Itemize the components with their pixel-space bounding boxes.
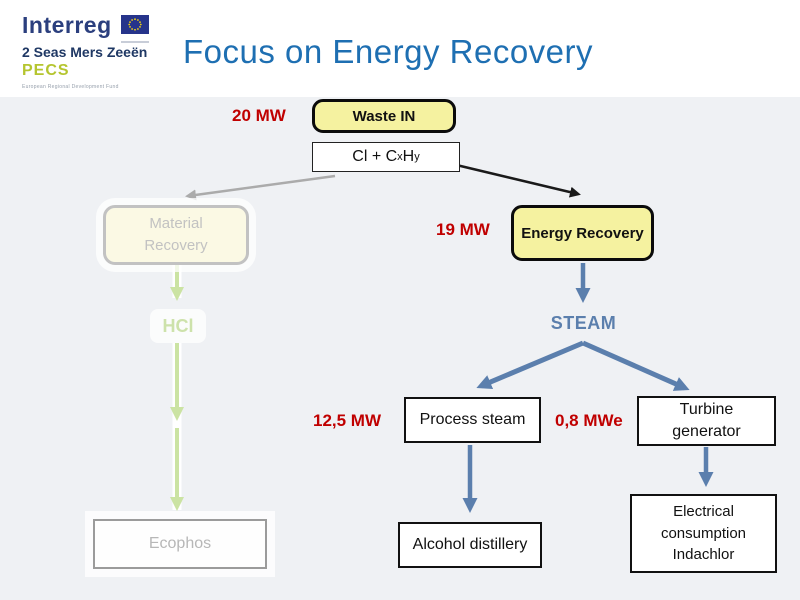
- electrical-line2: consumption: [660, 524, 747, 542]
- logo-tagline: European Regional Development Fund: [22, 84, 119, 90]
- electrical-line3: Indachlor: [672, 546, 735, 564]
- waste-in-label: Waste IN: [352, 107, 416, 125]
- chem-part2: H: [402, 148, 415, 165]
- power-label-waste-in: 20 MW: [232, 106, 286, 125]
- turbine-generator-node: Turbine generator: [637, 396, 776, 446]
- ecophos-node: Ecophos: [93, 519, 267, 569]
- material-recovery-node: Material Recovery: [103, 205, 249, 265]
- flag-caption-line: [120, 41, 149, 43]
- waste-in-node: Waste IN: [312, 99, 456, 133]
- logo-brand: Interreg: [22, 12, 112, 38]
- process-steam-label: Process steam: [419, 411, 526, 428]
- hcl-label: HCl: [150, 309, 206, 343]
- header: Interreg: [0, 0, 800, 97]
- material-recovery-line2: Recovery: [144, 237, 208, 254]
- power-label-turbine: 0,8 MWe: [555, 411, 623, 430]
- electrical-line1: Electrical: [673, 502, 734, 520]
- turbine-line2: generator: [672, 423, 741, 440]
- steam-label: STEAM: [550, 313, 617, 333]
- alcohol-distillery-node: Alcohol distillery: [398, 522, 542, 568]
- energy-recovery-node: Energy Recovery: [511, 205, 654, 261]
- electrical-consumption-node: Electrical consumption Indachlor: [630, 494, 777, 573]
- connector-steam-to-turbine: [581, 340, 690, 391]
- chem-sub1: x: [397, 151, 403, 163]
- power-label-process-steam: 12,5 MW: [313, 411, 382, 430]
- energy-recovery-label: Energy Recovery: [521, 224, 644, 242]
- interreg-logo: Interreg: [22, 12, 172, 90]
- alcohol-distillery-label: Alcohol distillery: [412, 536, 528, 553]
- process-steam-node: Process steam: [404, 397, 541, 443]
- connector-chem-to-energy: [447, 161, 581, 198]
- eu-flag-icon: [112, 12, 149, 43]
- logo-brand-row: Interreg: [22, 12, 172, 43]
- chem-part1: Cl + C: [352, 148, 398, 165]
- page-title: Focus on Energy Recovery: [183, 33, 594, 70]
- logo-project: PECS: [22, 62, 70, 79]
- power-label-energy-recovery: 19 MW: [436, 220, 490, 239]
- turbine-line1: Turbine: [679, 400, 734, 418]
- logo-region: 2 Seas Mers Zeeën: [22, 44, 148, 60]
- connector-steam-to-process: [476, 340, 584, 390]
- chem-sub2: y: [414, 151, 420, 163]
- material-recovery-line1: Material: [149, 214, 203, 232]
- connector-chem-to-material: [185, 174, 336, 201]
- ecophos-label: Ecophos: [148, 535, 212, 552]
